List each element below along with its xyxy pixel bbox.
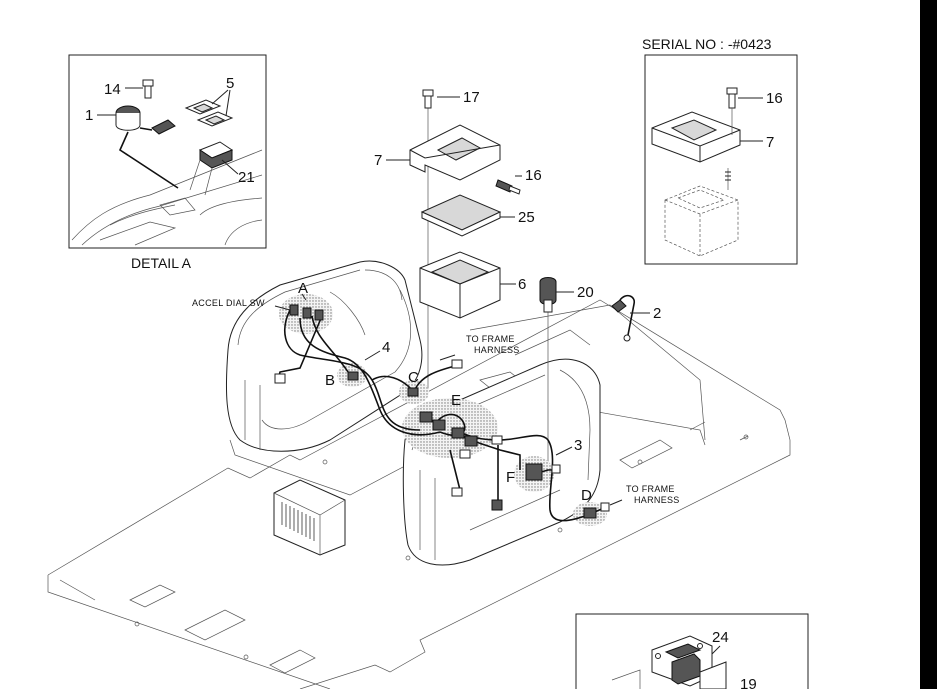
frame-harness-label-2b: HARNESS (634, 495, 680, 505)
bottom-right-inset: 24 19 (575, 613, 809, 689)
base-frame-plate (47, 299, 791, 689)
detail-part-label-14: 14 (104, 81, 121, 98)
part-label-17: 17 (463, 89, 480, 106)
leader-lines (274, 96, 650, 506)
inset-part-label-19: 19 (740, 676, 757, 689)
serial-number-label: SERIAL NO : -#0423 (642, 36, 772, 52)
detail-part-label-21: 21 (238, 169, 255, 186)
detail-letter-a: A (298, 280, 308, 297)
exploded-stack (409, 89, 636, 470)
detail-a-inset: 14 1 5 21 (68, 54, 267, 249)
part-label-7: 7 (374, 152, 382, 169)
inset-part-label-7: 7 (766, 134, 774, 151)
frame-harness-label-2a: TO FRAME (626, 484, 675, 494)
page-edge-bar (920, 0, 937, 689)
part-label-20: 20 (577, 284, 594, 301)
detail-a-caption: DETAIL A (131, 255, 192, 271)
part-label-4: 4 (382, 339, 390, 356)
wire-harness (274, 304, 610, 522)
inset-part-label-16: 16 (766, 90, 783, 107)
part-label-6: 6 (518, 276, 526, 293)
detail-letter-c: C (408, 369, 419, 386)
frame-harness-label-1a: TO FRAME (466, 334, 515, 344)
grille-box (273, 479, 346, 556)
frame-harness-label-1b: HARNESS (474, 345, 520, 355)
part-label-25: 25 (518, 209, 535, 226)
detail-part-label-1: 1 (85, 107, 93, 124)
accel-dial-switch-label: ACCEL DIAL SW (192, 298, 265, 308)
part-label-2: 2 (653, 305, 661, 322)
left-console (225, 260, 423, 452)
part-label-16: 16 (525, 167, 542, 184)
detail-letter-e: E (451, 392, 461, 409)
detail-letter-f: F (506, 469, 515, 486)
inset-part-label-24: 24 (712, 629, 729, 646)
detail-part-label-5: 5 (226, 75, 234, 92)
serial-inset: 16 7 (644, 54, 798, 265)
detail-letter-d: D (581, 487, 592, 504)
part-labels: 17 7 16 25 6 20 2 4 3 A B C E F D ACCEL … (192, 89, 680, 505)
detail-letter-b: B (325, 372, 335, 389)
part-label-3: 3 (574, 437, 582, 454)
